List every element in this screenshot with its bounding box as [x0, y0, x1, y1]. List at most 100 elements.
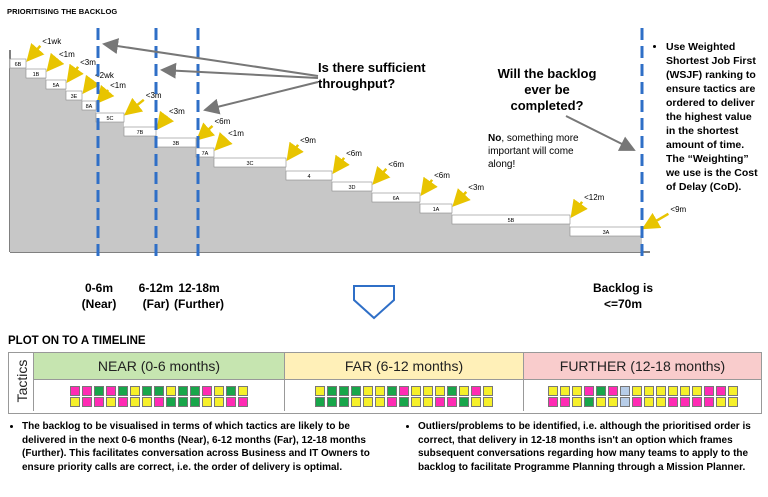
near-r1-tactic-6 — [142, 386, 152, 396]
step-box-1 — [25, 68, 47, 79]
step-label-10: 4 — [307, 174, 310, 180]
step-label-0: 6B — [15, 62, 22, 68]
far-r1-tactic-1 — [327, 386, 337, 396]
completed-text: Will the backlog ever be completed? — [497, 66, 597, 113]
further-r2-tactic-7 — [631, 397, 642, 407]
step-box-2 — [45, 79, 67, 90]
far-r2-tactic-3 — [351, 397, 361, 407]
near-label-bottom: (Near) — [81, 297, 117, 311]
near-row-2 — [34, 397, 284, 407]
far-r2-tactic-4 — [363, 397, 373, 407]
far-r1-tactic-12 — [459, 386, 469, 396]
completed-answer: No, something more important will come a… — [488, 132, 594, 171]
step-box-9 — [213, 157, 287, 168]
duration-arrow-13 — [452, 188, 471, 207]
step-box-14 — [451, 214, 571, 225]
step-label-4: 8A — [86, 104, 93, 110]
near-r2-tactic-8 — [166, 397, 176, 407]
step-box-11 — [331, 181, 373, 192]
near-r2-tactic-13 — [226, 397, 236, 407]
further-r1-tactic-7 — [631, 386, 642, 396]
duration-arrow-9 — [286, 141, 304, 162]
duration-label-2: <3m — [80, 58, 96, 67]
step-label-6: 7B — [137, 130, 144, 136]
near-r1-tactic-0 — [70, 386, 80, 396]
duration-arrow-6 — [156, 110, 174, 130]
page-title: PRIORITISING THE BACKLOG — [7, 7, 118, 16]
further-r2-tactic-11 — [679, 397, 690, 407]
duration-label-9: <9m — [300, 136, 316, 145]
further-r2-tactic-9 — [655, 397, 666, 407]
further-r1-tactic-3 — [583, 386, 594, 396]
far-r1-tactic-5 — [375, 386, 385, 396]
far-r2-tactic-5 — [375, 397, 385, 407]
tactics-label: Tactics — [14, 359, 30, 403]
throughput-arrow-1 — [102, 38, 319, 77]
duration-arrows: <1wk<1m<3m<2wk<1m<3m<3m<6m<1m<9m<6m<6m<6… — [26, 37, 687, 230]
further-r2-tactic-4 — [595, 397, 606, 407]
far-r1-tactic-14 — [483, 386, 493, 396]
near-r2-tactic-14 — [238, 397, 248, 407]
throughput-arrow-2 — [160, 62, 319, 79]
near-r1-tactic-4 — [118, 386, 128, 396]
far-label-bottom: (Far) — [142, 297, 170, 311]
phase-far: FAR (6-12 months) — [285, 353, 524, 411]
further-r1-tactic-15 — [727, 386, 738, 396]
near-r1-tactic-14 — [238, 386, 248, 396]
step-label-11: 3D — [348, 185, 355, 191]
far-r2-tactic-1 — [327, 397, 337, 407]
duration-label-15: <9m — [670, 205, 686, 214]
duration-label-4: <1m — [110, 81, 126, 90]
further-r1-tactic-8 — [643, 386, 654, 396]
far-r1-tactic-0 — [315, 386, 325, 396]
backlog-area — [10, 68, 642, 252]
step-label-7: 3B — [173, 141, 180, 147]
duration-arrow-12 — [420, 176, 438, 197]
further-r1-tactic-2 — [571, 386, 582, 396]
near-r2-tactic-2 — [94, 397, 104, 407]
far-r2-tactic-0 — [315, 397, 325, 407]
far-r2-tactic-6 — [387, 397, 397, 407]
further-r2-tactic-6 — [619, 397, 630, 407]
far-r2-tactic-8 — [411, 397, 421, 407]
step-box-12 — [371, 192, 421, 203]
far-r2-tactic-9 — [423, 397, 433, 407]
side-note: Use Weighted Shortest Job First (WSJF) r… — [654, 40, 762, 194]
duration-arrow-8 — [214, 132, 233, 151]
step-box-13 — [419, 203, 453, 214]
further-header: FURTHER (12-18 months) — [524, 353, 761, 380]
duration-arrow-14 — [570, 198, 588, 219]
far-label-top: 6-12m — [138, 281, 174, 295]
far-r1-tactic-2 — [339, 386, 349, 396]
further-r2-tactic-8 — [643, 397, 654, 407]
near-r1-tactic-10 — [190, 386, 200, 396]
further-r2-tactic-15 — [727, 397, 738, 407]
far-r2-tactic-13 — [471, 397, 481, 407]
duration-arrow-11 — [372, 165, 391, 185]
duration-label-6: <3m — [169, 107, 185, 116]
duration-label-0: <1wk — [42, 37, 62, 46]
duration-arrow-15 — [641, 212, 670, 230]
step-box-8 — [195, 147, 215, 158]
timeline-title: PLOT ON TO A TIMELINE — [8, 335, 146, 347]
far-r2-tactic-12 — [459, 397, 469, 407]
step-label-3: 3E — [71, 94, 78, 100]
duration-label-11: <6m — [388, 160, 404, 169]
duration-label-14: <12m — [584, 193, 605, 202]
throughput-text: Is there sufficient throughput? — [318, 60, 426, 91]
near-r1-tactic-5 — [130, 386, 140, 396]
far-r1-tactic-11 — [447, 386, 457, 396]
step-label-13: 1A — [433, 207, 440, 213]
tactics-header: Tactics — [9, 353, 34, 411]
far-r1-tactic-6 — [387, 386, 397, 396]
near-r2-tactic-7 — [154, 397, 164, 407]
further-r1-tactic-0 — [547, 386, 558, 396]
further-label-top: 12-18m — [178, 281, 220, 295]
far-r1-tactic-3 — [351, 386, 361, 396]
far-r1-tactic-13 — [471, 386, 481, 396]
step-label-15: 3A — [603, 230, 610, 236]
near-label: 0-6m (Near) — [78, 280, 120, 312]
phase-further: FURTHER (12-18 months) — [524, 353, 761, 411]
step-box-5 — [95, 112, 125, 123]
